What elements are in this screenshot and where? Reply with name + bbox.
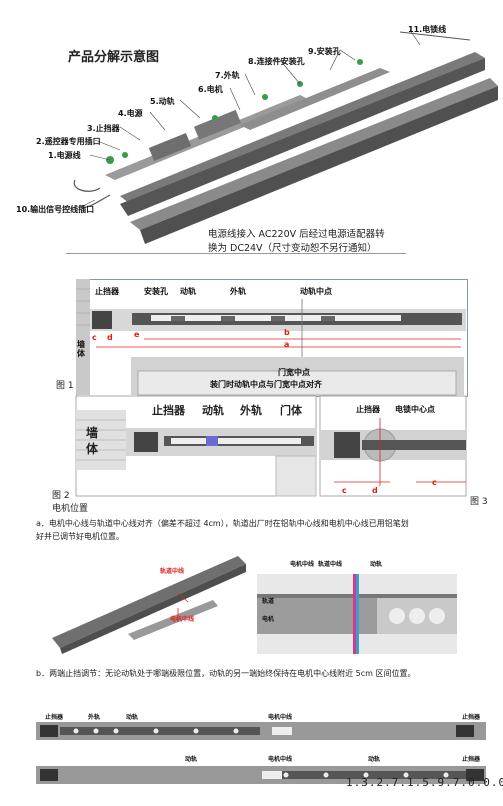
strip2-stopper-r: 止挡器 <box>462 756 481 763</box>
fig3-diagram <box>319 395 467 497</box>
version-number: 1.3.2.7.1.5.9.7.0.0.0 <box>346 776 503 789</box>
fig1-dim-c: c <box>92 333 97 342</box>
fig1-moving-rail: 动轨 <box>180 287 196 296</box>
fig1-mount-hole: 安装孔 <box>144 287 168 296</box>
fig3-caption: 图 3 <box>470 497 488 507</box>
fig1-wall: 墙体 <box>77 340 85 358</box>
strip2-moving-rail-right: 动轨 <box>368 756 381 763</box>
rail-motor-photo <box>52 556 246 654</box>
strip1-outer-rail: 外轨 <box>88 714 101 721</box>
instruction-a-line2: 好并已调节好电机位置。 <box>36 532 124 541</box>
photo-moving-rail: 动轨 <box>370 561 383 568</box>
fig2-caption: 图 2 <box>52 491 70 501</box>
exploded-diagram <box>73 29 498 244</box>
fig1-caption: 图 1 <box>56 381 74 391</box>
fig2-wall-1: 墙 <box>86 426 99 440</box>
photo-rail-line: 轨道中线 <box>318 561 343 568</box>
fig1-rail-center: 动轨中点 <box>300 287 332 296</box>
divider <box>66 253 406 254</box>
fig1-dim-d: d <box>107 333 113 342</box>
fig1-dim-b: b <box>284 328 290 337</box>
fig1-note: 装门时动轨中点与门宽中点对齐 <box>210 380 322 389</box>
fig1-stopper: 止挡器 <box>95 287 119 296</box>
power-note-line1: 电源线接入 AC220V 后经过电源适配器转 <box>208 229 385 240</box>
fig1-diagram <box>76 279 466 396</box>
photo-rail-center: 轨道中线 <box>160 568 185 575</box>
fig1-door-center: 门宽中点 <box>278 368 310 377</box>
label-signal-port: 10.输出信号控线插口 <box>16 205 95 214</box>
exploded-diagram-title: 产品分解示意图 <box>68 50 160 65</box>
fig3-motor-center: 电锁中心点 <box>395 405 435 414</box>
label-stopper: 3.止挡器 <box>87 124 120 133</box>
fig1-outer-rail: 外轨 <box>230 287 246 296</box>
label-connector-hole: 8.连接件安装孔 <box>248 57 305 66</box>
fig2-wall-2: 体 <box>86 442 99 456</box>
fig1-dim-a: a <box>284 340 290 349</box>
fig3-dim-d: d <box>372 486 378 495</box>
photo-track: 轨道 <box>262 598 275 605</box>
motor-alignment-photo <box>257 574 457 654</box>
fig2-outer-rail: 外轨 <box>240 404 262 417</box>
fig2-diagram <box>75 395 317 497</box>
label-outer-rail: 7.外轨 <box>215 71 240 80</box>
fig2-moving-rail: 动轨 <box>202 404 224 417</box>
fig2-door: 门体 <box>280 404 302 417</box>
label-remote-port: 2.遥控器专用插口 <box>36 137 101 146</box>
fig3-dim-c1: c <box>342 486 347 495</box>
strip1-stopper-r: 止挡器 <box>462 714 481 721</box>
strip2-moving-rail: 动轨 <box>185 756 198 763</box>
photo-motor-line: 电机中线 <box>290 561 315 568</box>
instruction-a-line1: a．电机中心线与轨道中心线对齐（偏差不超过 4cm），轨道出厂时在铝轨中心线和电… <box>36 519 409 528</box>
fig1-dim-e: e <box>134 330 140 339</box>
strip1-stopper-l: 止挡器 <box>45 714 64 721</box>
fig3-dim-c2: c <box>432 478 437 487</box>
photo-motor: 电机 <box>262 616 275 623</box>
label-power-cord: 1.电源线 <box>48 151 81 160</box>
strip1-moving-rail: 动轨 <box>126 714 139 721</box>
label-moving-rail: 5.动轨 <box>150 97 175 106</box>
photo-motor-center: 电机中线 <box>170 616 195 623</box>
label-lock-cable: 11.电锁线 <box>408 25 447 34</box>
strip1-motor-center: 电机中线 <box>268 714 293 721</box>
label-power: 4.电源 <box>118 109 143 118</box>
label-mount-hole: 9.安装孔 <box>308 47 341 56</box>
strip2-motor-center: 电机中线 <box>268 756 293 763</box>
power-note-line2: 换为 DC24V（尺寸变动恕不另行通知） <box>208 243 377 254</box>
fig2-stopper: 止挡器 <box>152 404 185 417</box>
rail-strip-1 <box>36 722 486 740</box>
fig2-subcaption: 电机位置 <box>52 504 89 514</box>
instruction-b-line1: b．两端止挡调节：无论动轨处于哪端极限位置，动轨的另一端始终保持在电机中心线附近… <box>36 669 416 678</box>
rail-strip-2 <box>36 766 486 784</box>
fig3-stopper: 止挡器 <box>356 405 380 414</box>
label-motor: 6.电机 <box>198 85 223 94</box>
